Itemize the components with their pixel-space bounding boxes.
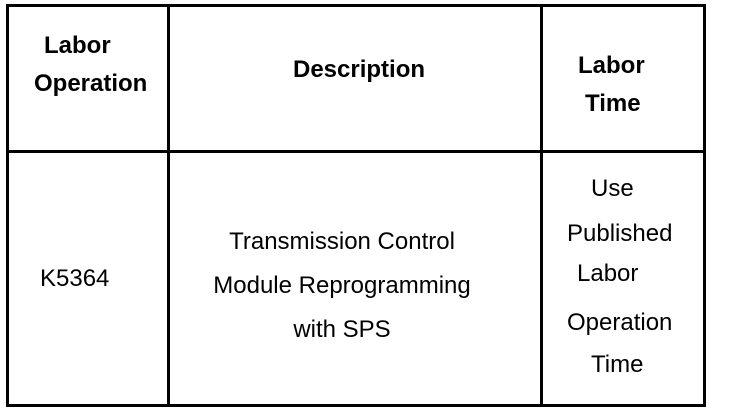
header-labor-operation-line2: Operation — [34, 70, 148, 97]
table-border-bottom — [6, 404, 706, 407]
header-labor-operation-line1: Labor — [44, 32, 111, 59]
header-labor-time: Labor Time — [578, 47, 645, 123]
header-labor-operation: Labor Operation — [34, 27, 147, 103]
cell-description: Transmission Control Module Reprogrammin… — [176, 220, 508, 352]
cell-labor-time-line4: Operation — [567, 309, 673, 336]
cell-labor-time-line3: Labor — [577, 260, 639, 287]
table-border-right — [703, 4, 706, 407]
cell-description-line3: with SPS — [293, 316, 391, 343]
header-labor-time-line1: Labor — [578, 52, 645, 79]
header-labor-time-line2: Time — [585, 90, 641, 117]
cell-description-line2: Module Reprogramming — [213, 272, 471, 299]
table-divider-2 — [540, 4, 543, 407]
table-divider-1 — [167, 4, 170, 407]
table-border-top — [6, 4, 706, 7]
cell-labor-time-line1: Use — [591, 175, 634, 202]
cell-labor-operation: K5364 — [40, 265, 110, 292]
header-description: Description — [293, 56, 426, 83]
header-row-divider — [6, 150, 706, 153]
cell-labor-time-line5: Time — [591, 351, 644, 378]
cell-labor-time-line2: Published — [567, 220, 673, 247]
cell-description-line1: Transmission Control — [229, 228, 455, 255]
table-border-left — [6, 4, 9, 407]
